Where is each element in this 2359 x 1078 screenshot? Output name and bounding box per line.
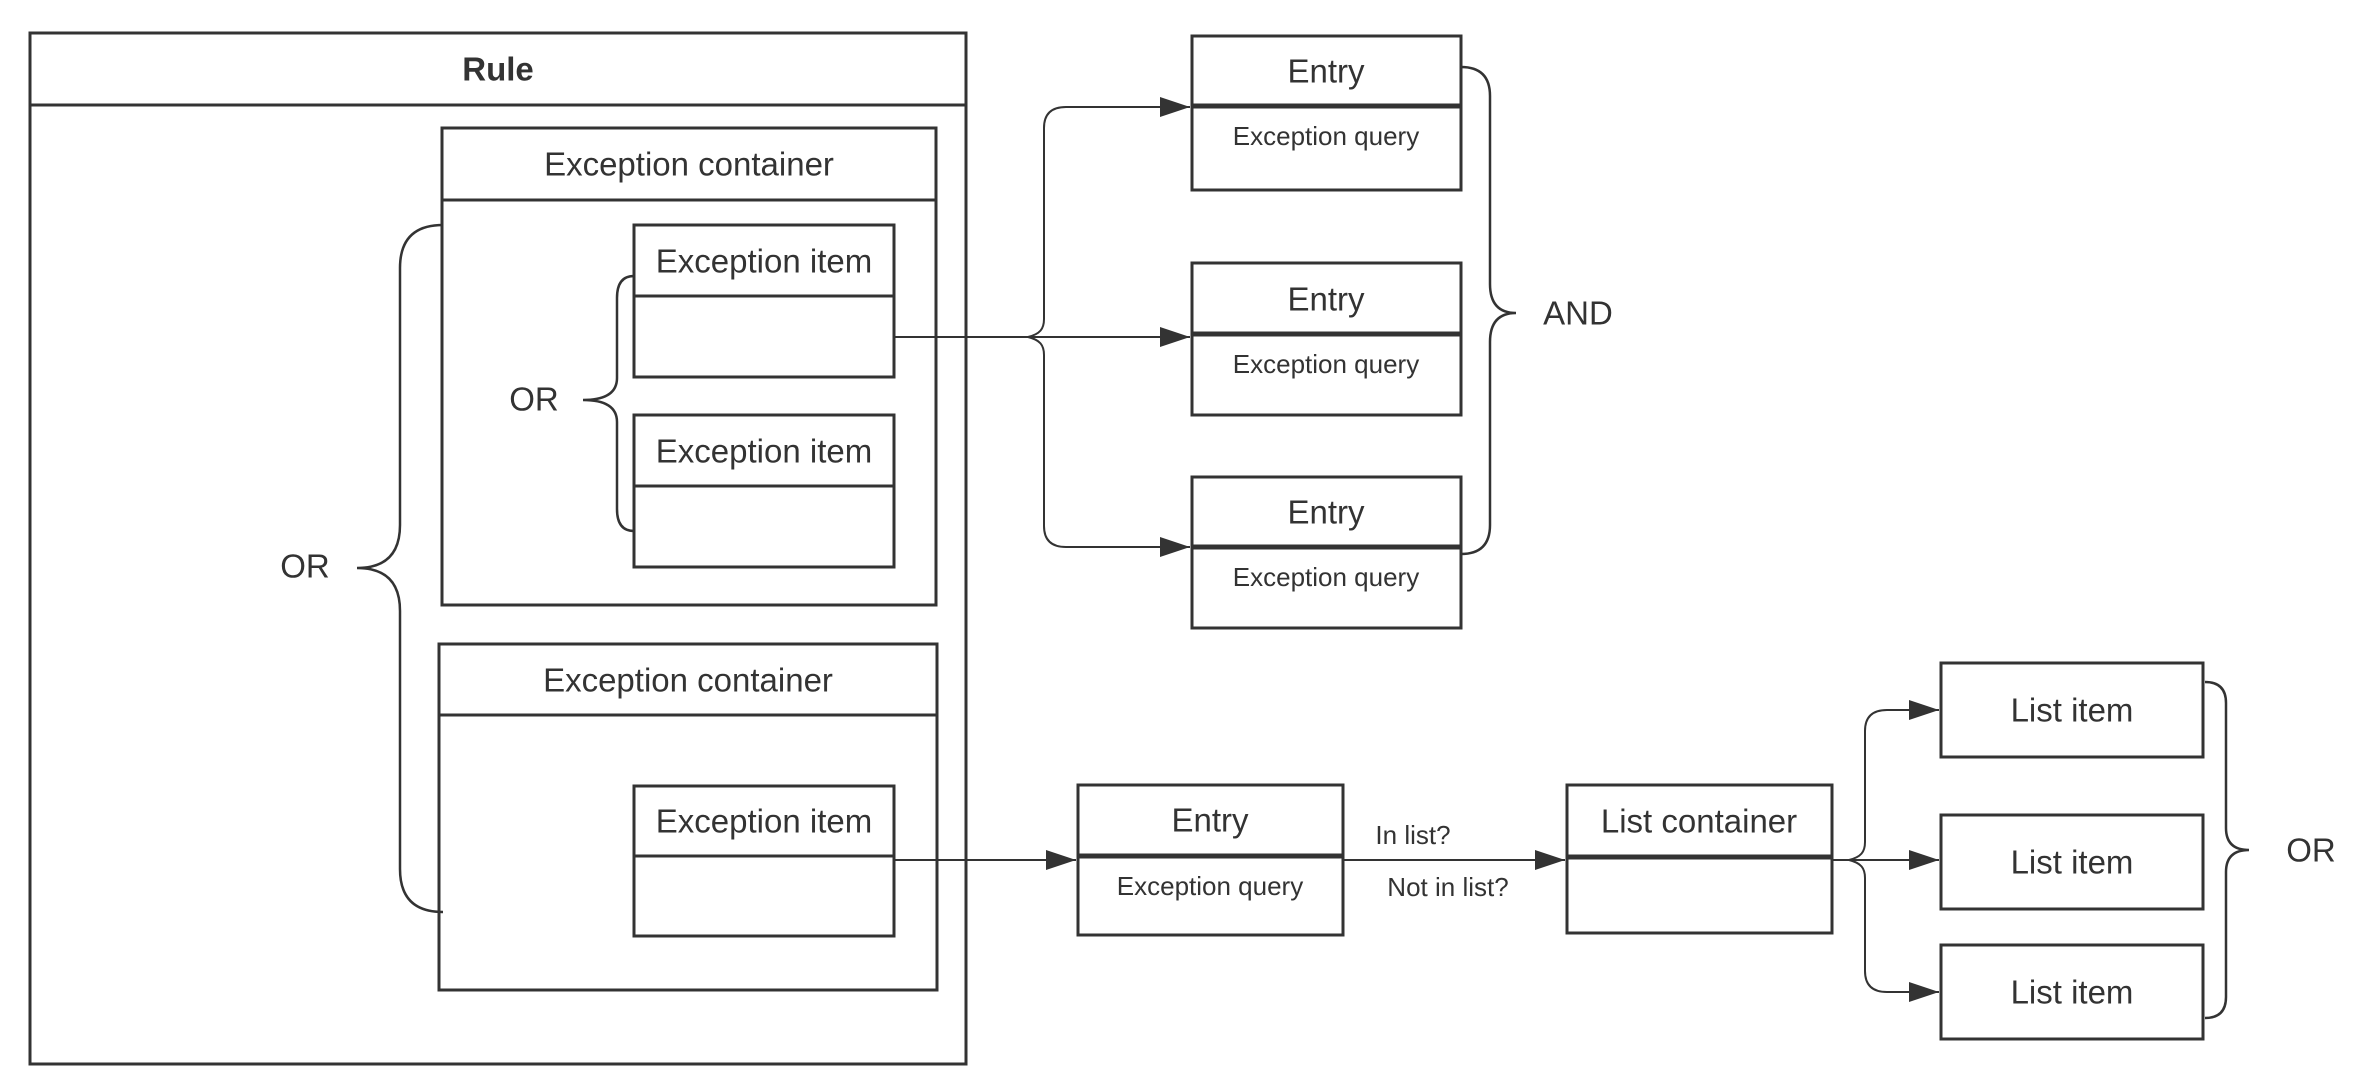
or-brace-exception-items [582,274,635,533]
entry-2-node: Entry Exception query [1190,261,1463,417]
entry-4-node: Entry Exception query [1076,783,1345,937]
rule-title: Rule [462,51,534,88]
and-brace-entries [1460,65,1517,556]
list-item-3-box [1939,943,2205,1041]
entry-1-box [1190,34,1463,192]
list-item-1-title: List item [2011,692,2134,729]
exception-item-2-node: Exception item [632,413,896,569]
exception-item-1-title: Exception item [656,243,872,280]
entry-2-query-label: Exception query [1233,349,1419,379]
in-list-edge-label: In list? [1375,820,1450,850]
entry-1-query-label: Exception query [1233,121,1419,151]
connector-listcontainer-item3 [1848,859,1939,1002]
list-item-1-box [1939,661,2205,759]
exception-item-3-title: Exception item [656,803,872,840]
or-label-exception-items: OR [509,381,559,418]
or-brace-list-items [2204,680,2250,1020]
not-in-list-edge-label: Not in list? [1387,872,1508,902]
exception-item-2-box [632,413,896,569]
entry-3-title: Entry [1287,494,1365,531]
braces [356,65,2250,1020]
exception-item-1-node: Exception item [632,223,896,379]
exception-container-1-title: Exception container [544,146,834,183]
list-container-title: List container [1601,803,1797,840]
list-item-2-box [1939,813,2205,911]
entry-2-title: Entry [1287,281,1365,318]
entry-3-node: Entry Exception query [1190,475,1463,630]
entry-1-title: Entry [1287,53,1365,90]
entry-3-box [1190,475,1463,630]
list-item-1-node: List item [1939,661,2205,759]
exception-container-2-title: Exception container [543,662,833,699]
exception-item-3-box [632,784,896,938]
or-label-rule-exceptions: OR [280,548,330,585]
exception-item-2-title: Exception item [656,433,872,470]
connectors [894,97,1939,1002]
entry-4-title: Entry [1171,802,1249,839]
and-label-entries: AND [1543,295,1613,332]
entry-1-node: Entry Exception query [1190,34,1463,192]
entry-2-box [1190,261,1463,417]
list-item-2-node: List item [1939,813,2205,911]
connector-listcontainer-item1 [1848,700,1939,861]
or-label-list-items: OR [2286,832,2336,869]
entry-4-box [1076,783,1345,937]
entry-3-query-label: Exception query [1233,562,1419,592]
connector-item1-entry1 [1027,97,1190,338]
exception-item-1-box [632,223,896,379]
list-container-node: List container [1565,783,1834,935]
connector-item1-entry3 [1027,336,1190,557]
list-item-3-title: List item [2011,974,2134,1011]
list-item-2-title: List item [2011,844,2134,881]
list-item-3-node: List item [1939,943,2205,1041]
or-brace-rule-exceptions [356,223,444,914]
entry-4-query-label: Exception query [1117,871,1303,901]
exception-item-3-node: Exception item [632,784,896,938]
